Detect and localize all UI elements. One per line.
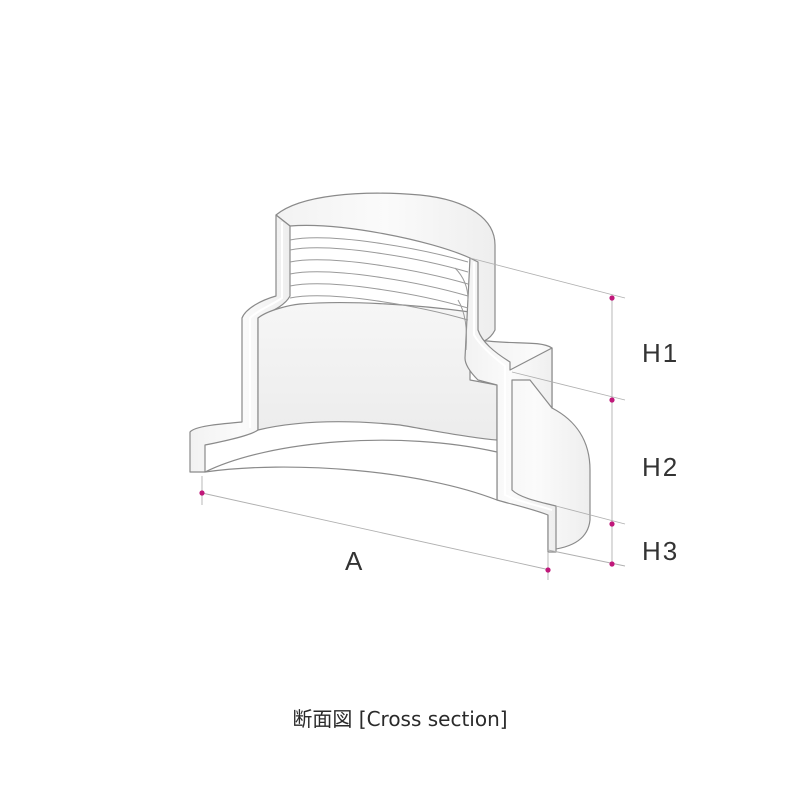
marker-h3-bottom	[609, 561, 615, 567]
dimension-label-h1: H1	[642, 338, 679, 368]
dimension-label-h2: H2	[642, 452, 679, 482]
marker-h1-bottom	[609, 397, 615, 403]
marker-h1-top	[609, 295, 615, 301]
dimension-label-a: A	[345, 546, 364, 576]
marker-h2-bottom	[609, 521, 615, 527]
dimension-leaders	[201, 257, 626, 580]
figure-caption: 断面図 [Cross section]	[292, 707, 508, 731]
bottom-skirt	[204, 439, 498, 501]
marker-a-right	[545, 567, 551, 573]
marker-a-left	[199, 490, 205, 496]
internal-threads	[289, 237, 469, 351]
top-dome	[275, 192, 496, 344]
dimension-label-h3: H3	[642, 536, 679, 566]
cut-wall-right	[464, 257, 557, 553]
wall-highlights	[249, 222, 553, 511]
dimension-markers	[199, 295, 615, 573]
inner-cavity	[257, 301, 498, 441]
cap-body	[189, 192, 591, 553]
